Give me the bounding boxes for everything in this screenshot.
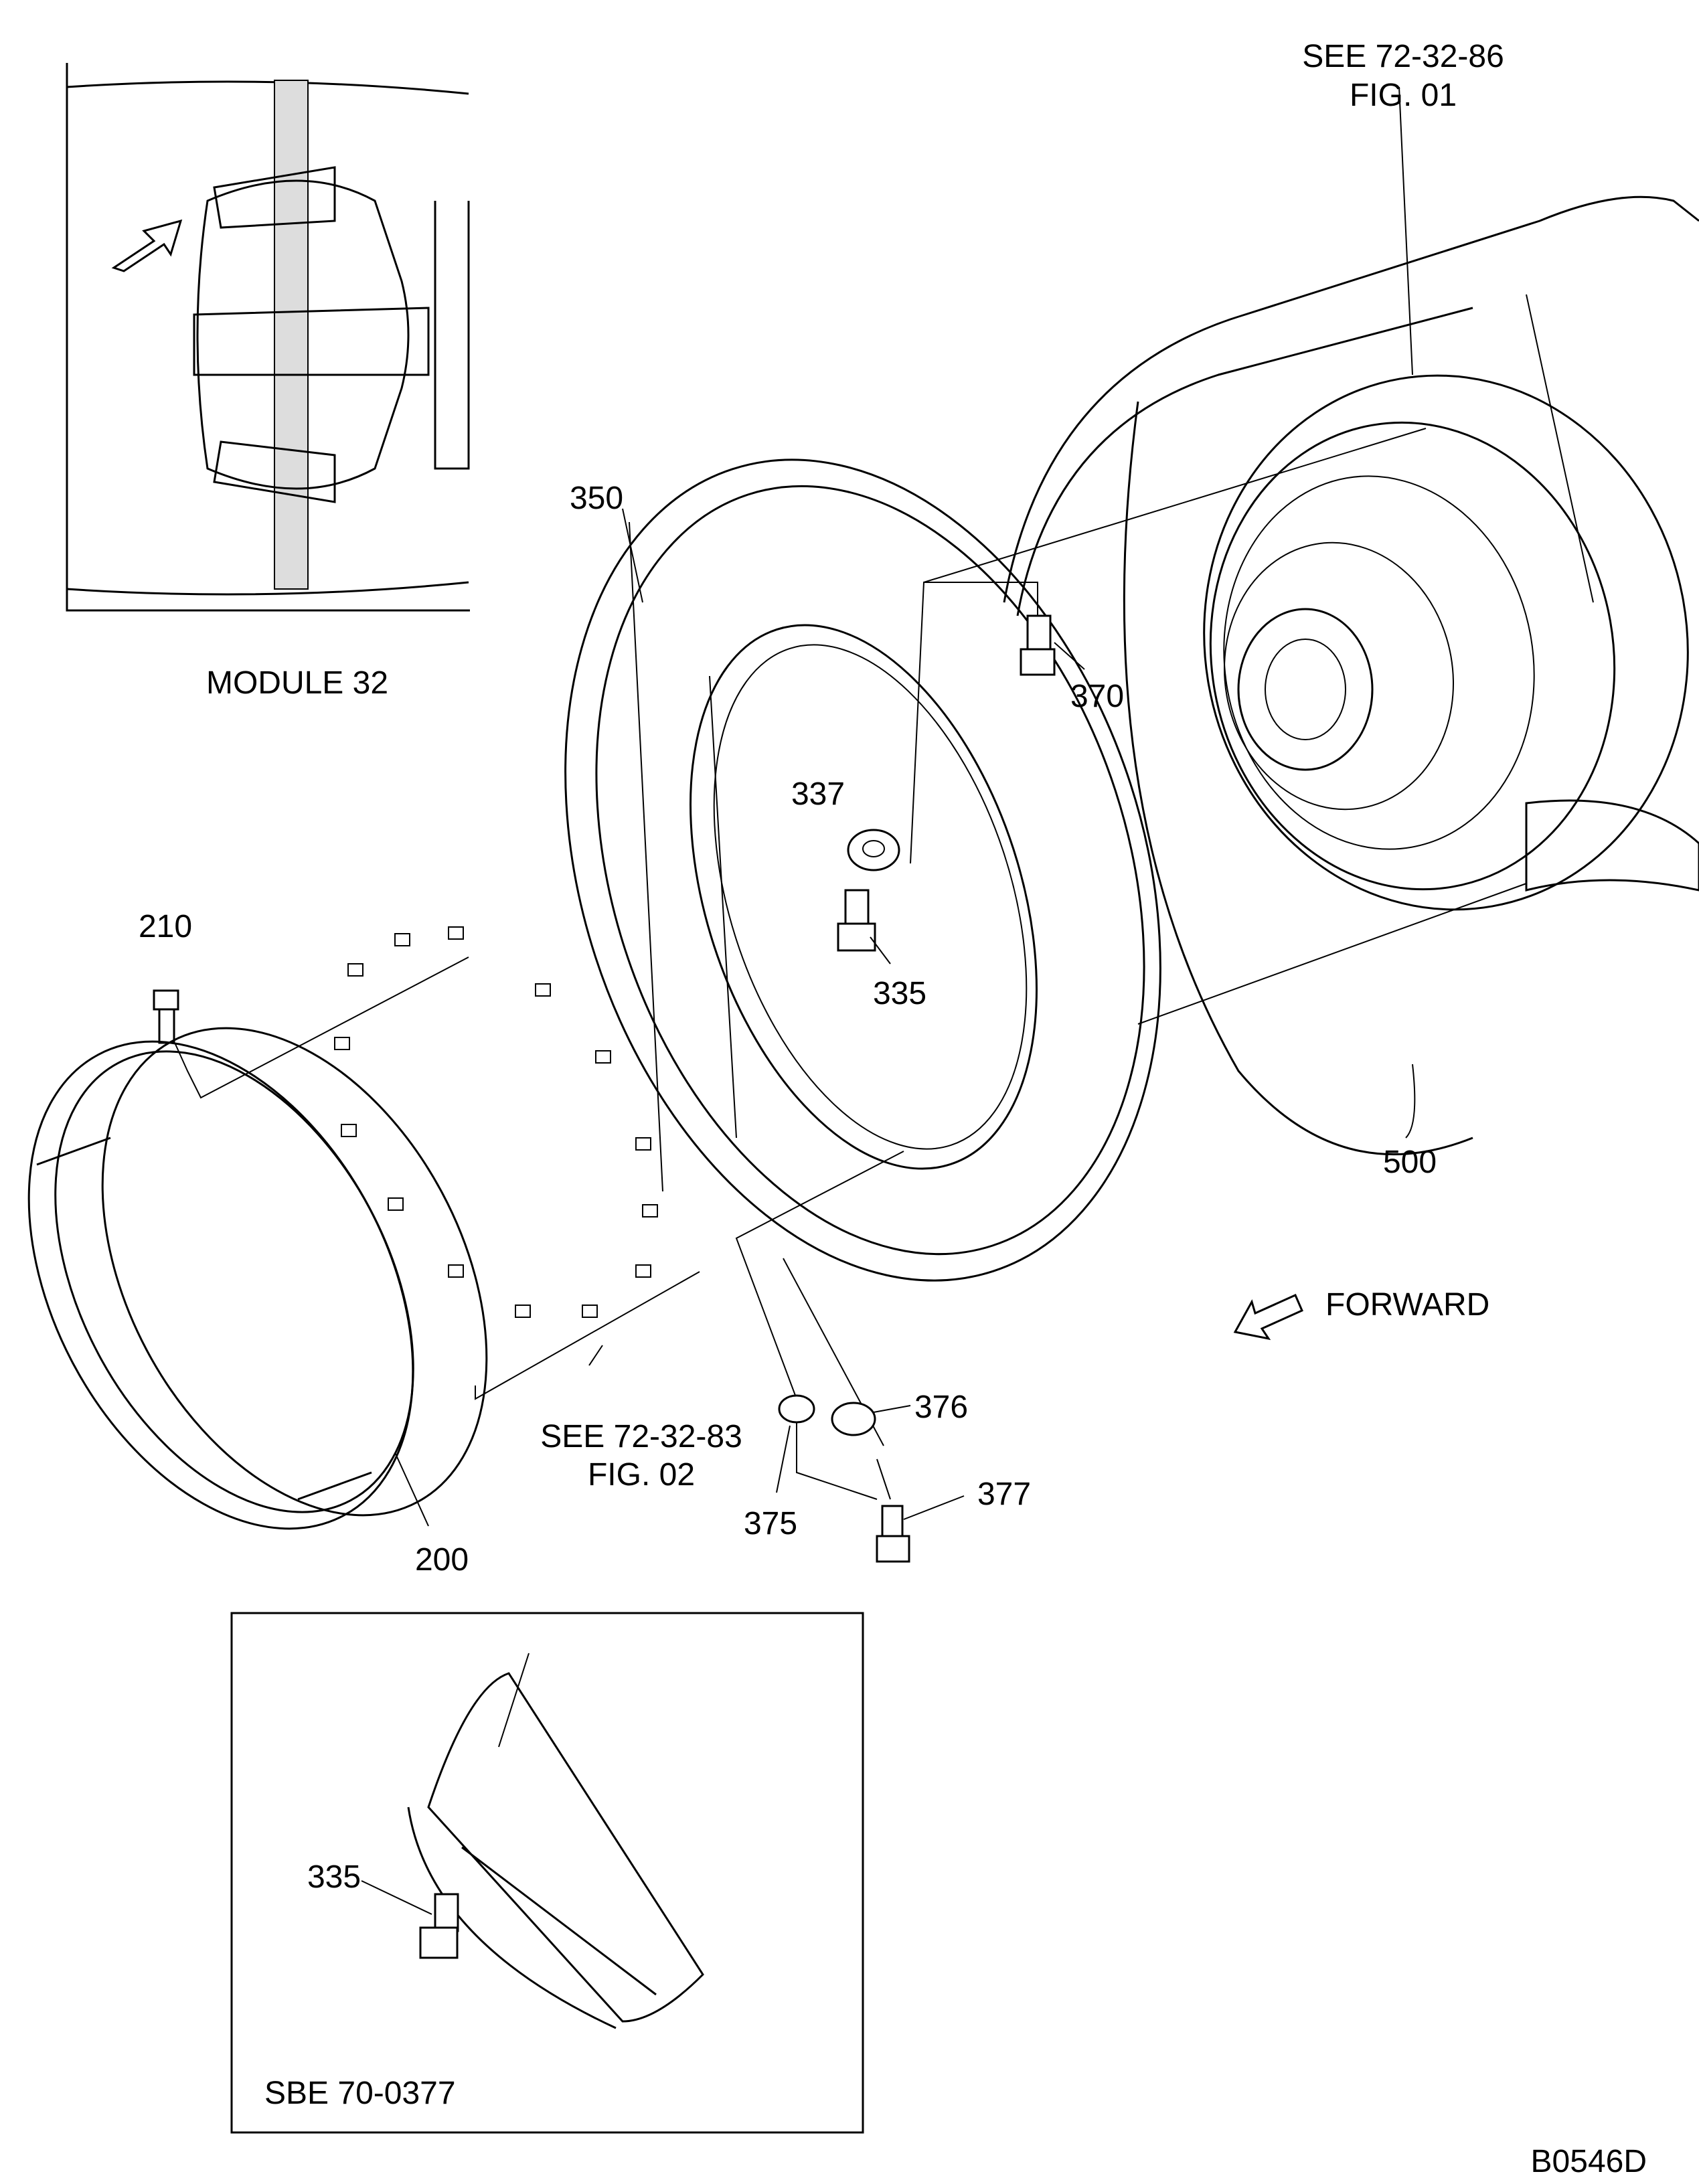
bolt-377 [876,1505,910,1563]
nut-337 [847,829,900,871]
module-arrow-icon [111,219,183,272]
see-fig02-label-line1: SEE 72-32-83 [540,1419,742,1454]
seal-segments [334,926,658,1318]
inset-part-335-label: 335 [307,1859,361,1895]
see-fig01-label-line1: SEE 72-32-86 [1302,39,1504,74]
part-370-label: 370 [1070,679,1124,714]
see-fig02-label-line2: FIG. 02 [588,1457,695,1493]
part-377-label: 377 [977,1477,1031,1512]
part-200-label: 200 [415,1542,469,1578]
part-337-label: 337 [791,776,845,812]
bolt-370 [1020,614,1056,676]
see-fig01-label-line2: FIG. 01 [1350,78,1457,113]
forward-label: FORWARD [1325,1287,1489,1323]
drawing-id-label: B0546D [1531,2144,1647,2179]
sbe-inset: 335 SBE 70-0377 [230,1612,864,2134]
part-350-label: 350 [570,481,623,516]
module-inset: MODULE 32 [66,63,470,701]
nozzle-ring-350 [564,458,1161,1282]
sbe-label: SBE 70-0377 [264,2076,456,2111]
forward-arrow-icon [1233,1294,1303,1341]
inset-bolt-335 [419,1893,459,1959]
part-376-label: 376 [914,1390,968,1425]
module-label: MODULE 32 [206,665,388,701]
washer-375 [778,1394,815,1424]
part-375-label: 375 [744,1506,797,1541]
part-335-label: 335 [873,976,926,1011]
part-500-label: 500 [1383,1145,1437,1180]
shroud-ring-200 [27,1027,488,1530]
bolt-335 [837,889,876,952]
screw-210 [153,989,179,1044]
engine-module-500 [1003,86,1699,1155]
part-210-label: 210 [139,909,192,944]
nut-376 [831,1402,876,1436]
